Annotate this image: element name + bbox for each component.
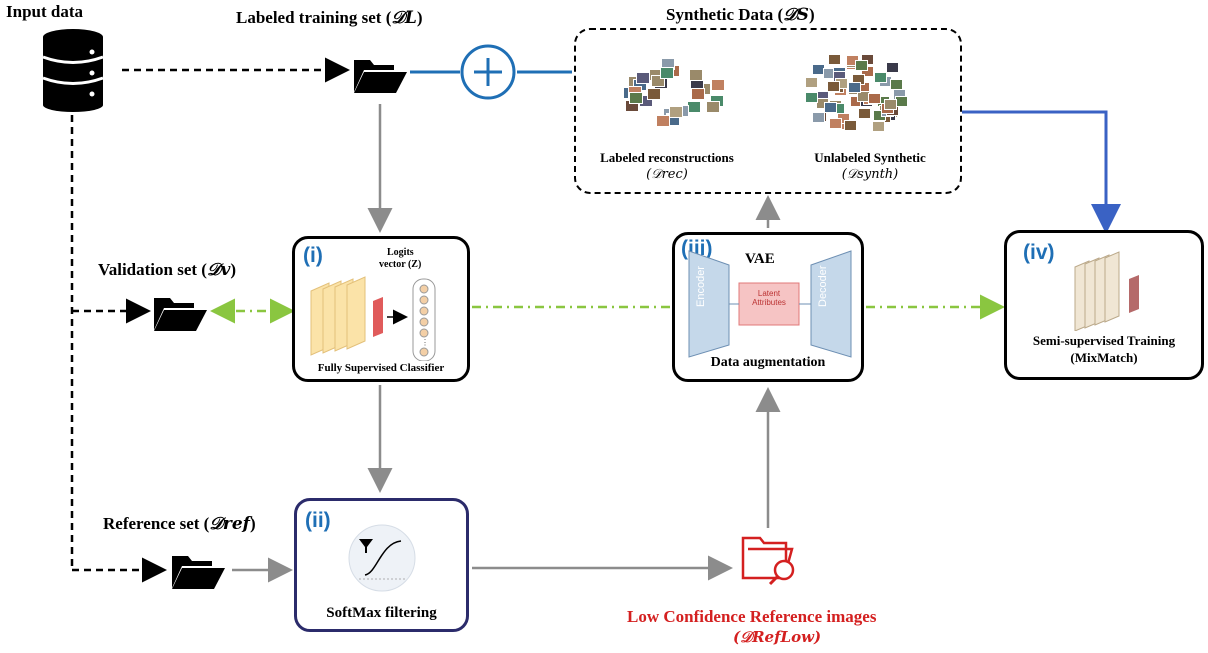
logits-vector-label: vector (Z)	[379, 259, 422, 270]
image-thumbnail	[635, 72, 650, 84]
labeled-reconstructions-label: Labeled reconstructions	[600, 150, 734, 165]
softmax-box: (ii) SoftMax filtering	[294, 498, 469, 632]
logits-label: Logits	[387, 247, 414, 258]
validation-set-label: Validation set (𝒟v)	[98, 260, 237, 280]
image-thumbnail	[868, 93, 882, 105]
svg-text:⋮: ⋮	[421, 338, 429, 347]
decoder-label: Decoder	[817, 265, 829, 307]
reference-set-label: Reference set (𝒟ref)	[103, 514, 256, 534]
image-thumbnail	[886, 62, 900, 74]
unlabeled-synthetic-math: (𝒟synth)	[841, 167, 899, 182]
semi-network-icon	[1074, 251, 1139, 331]
semi-caption-line1: Semi-supervised Training	[1032, 333, 1176, 348]
classifier-caption: Fully Supervised Classifier	[317, 362, 445, 374]
semi-roman: (iv)	[1023, 241, 1055, 264]
image-thumbnail	[669, 105, 684, 118]
semi-supervised-box: (iv) Semi-supervised Training (MixMatch)	[1004, 230, 1204, 380]
vae-box: (iii) VAE Encoder Decoder Latent Attribu…	[672, 232, 864, 382]
image-thumbnail	[829, 117, 843, 129]
image-thumbnail	[823, 102, 837, 114]
image-thumbnail	[656, 114, 671, 127]
database-icon	[42, 29, 104, 112]
image-thumbnail	[827, 54, 841, 66]
image-thumbnail	[711, 78, 726, 91]
semi-caption-line2: (MixMatch)	[1070, 350, 1138, 365]
image-thumbnail	[855, 59, 869, 71]
image-thumbnail	[705, 100, 720, 113]
image-thumbnail	[827, 80, 841, 92]
synthetic-title: Synthetic Data (𝒟S)	[666, 5, 815, 25]
search-folder-icon	[741, 536, 795, 586]
image-thumbnail	[691, 87, 706, 100]
image-thumbnail	[629, 91, 644, 104]
cnn-layers-icon: ⋮	[310, 276, 436, 361]
image-thumbnail	[858, 107, 872, 119]
input-data-label: Input data	[6, 2, 84, 21]
vae-caption: Data augmentation	[710, 355, 826, 370]
synthetic-data-box	[574, 28, 962, 194]
image-thumbnail	[872, 121, 886, 133]
classifier-roman: (i)	[303, 244, 323, 267]
folder-icon	[154, 298, 207, 331]
low-confidence-math: (𝒟RefLow)	[733, 628, 822, 646]
image-thumbnail	[873, 71, 887, 83]
image-thumbnail	[848, 82, 862, 94]
image-thumbnail	[890, 78, 903, 90]
classifier-box: (i) Logits vector (Z) ⋮ Fully Supervised…	[292, 236, 470, 382]
vae-architecture-icon	[688, 250, 852, 358]
encoder-label: Encoder	[695, 266, 707, 307]
labeled-set-label: Labeled training set (𝒟L)	[236, 8, 423, 28]
folder-icon	[354, 60, 407, 93]
softmax-roman: (ii)	[305, 509, 331, 532]
image-thumbnail	[805, 91, 819, 103]
labeled-reconstructions-math: (𝒟rec)	[646, 167, 688, 182]
image-thumbnail	[884, 98, 898, 110]
synthetic-to-semi-arrow	[962, 110, 1121, 234]
latent-label: Latent Attributes	[752, 289, 786, 307]
image-thumbnail	[659, 67, 674, 80]
image-thumbnail	[687, 100, 702, 113]
softmax-filter-icon	[348, 524, 416, 592]
vae-title: VAE	[745, 251, 775, 267]
image-thumbnail	[804, 77, 818, 89]
softmax-caption: SoftMax filtering	[326, 605, 437, 621]
image-thumbnail	[844, 119, 858, 131]
image-thumbnail	[647, 88, 662, 101]
folder-icon	[172, 556, 225, 589]
image-thumbnail	[812, 111, 826, 123]
unlabeled-synthetic-label: Unlabeled Synthetic	[814, 150, 926, 165]
low-confidence-label: Low Confidence Reference images	[627, 607, 877, 626]
